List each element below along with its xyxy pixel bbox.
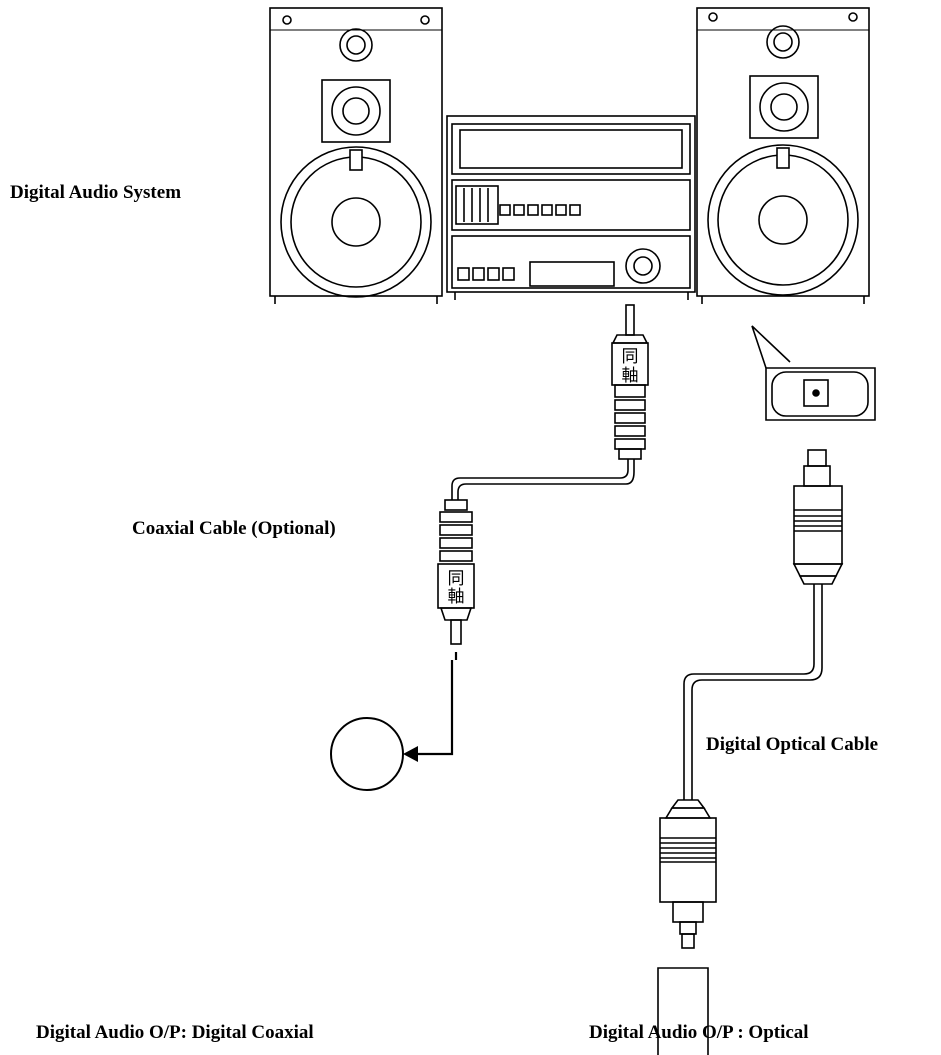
svg-text:軸: 軸 bbox=[448, 587, 465, 607]
coaxial-output-label: Digital Audio O/P: Digital Coaxial bbox=[36, 1022, 314, 1043]
optical-cable-label: Digital Optical Cable bbox=[706, 734, 879, 755]
left-speaker bbox=[269, 7, 443, 304]
audio-system-label: Digital Audio System bbox=[10, 182, 182, 203]
coaxial-cable bbox=[437, 304, 649, 645]
svg-text:同: 同 bbox=[448, 569, 465, 589]
coaxial-output-jack bbox=[330, 717, 404, 791]
svg-text:同: 同 bbox=[622, 347, 639, 367]
coaxial-plug-marking-upper: 同 軸 bbox=[622, 347, 639, 386]
coaxial-cable-label: Coaxial Cable (Optional) bbox=[132, 518, 336, 539]
right-speaker bbox=[696, 7, 870, 304]
coaxial-plug-marking-lower: 同 軸 bbox=[448, 569, 465, 607]
optical-output-label: Digital Audio O/P : Optical bbox=[589, 1022, 809, 1043]
optical-output-port bbox=[657, 967, 709, 1055]
svg-text:軸: 軸 bbox=[622, 366, 639, 386]
optical-cable bbox=[659, 449, 844, 949]
coaxial-arrow bbox=[403, 652, 458, 762]
optical-jack-callout bbox=[751, 325, 876, 421]
stereo-unit bbox=[446, 115, 696, 300]
